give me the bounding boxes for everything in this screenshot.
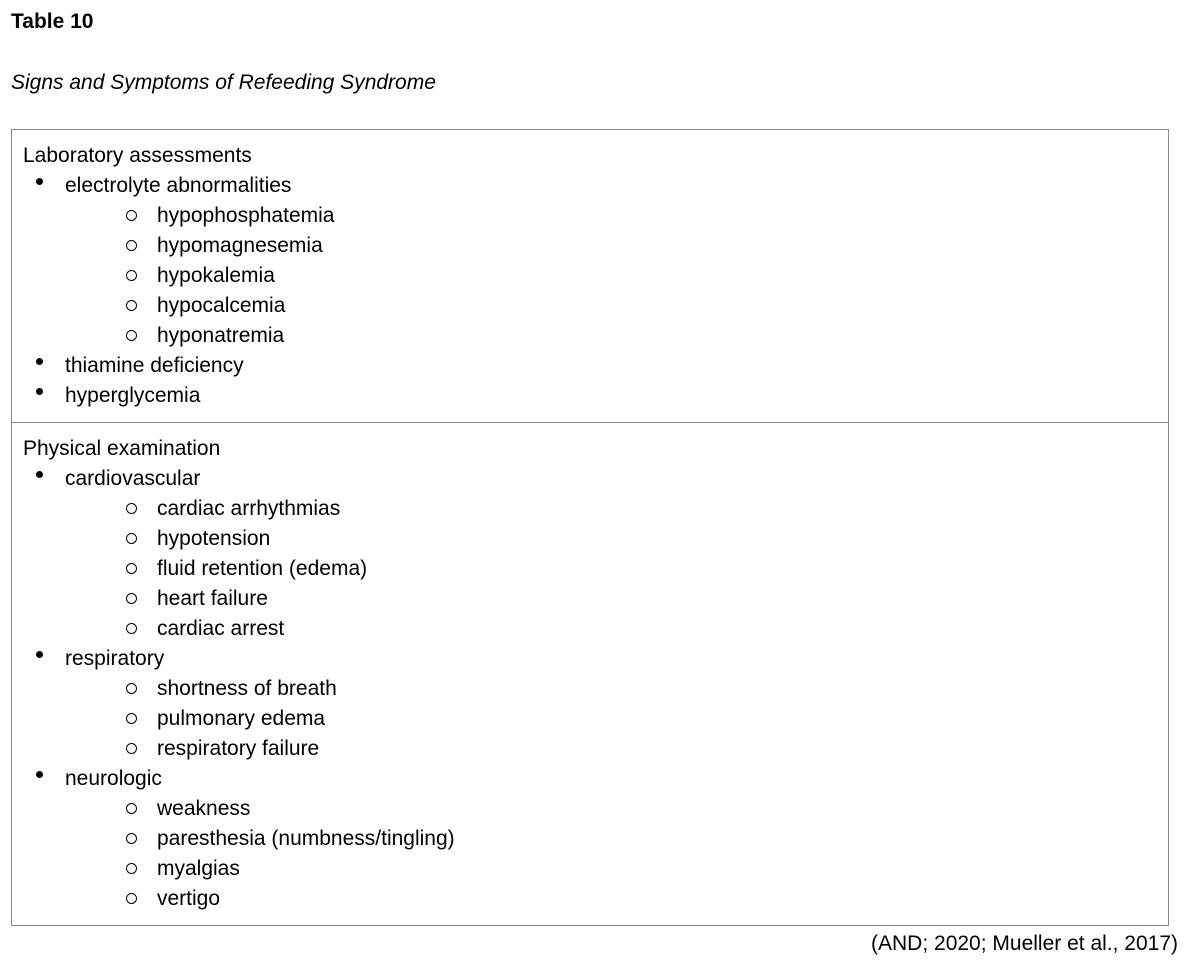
list-item: myalgias xyxy=(12,854,1168,884)
section-header: Laboratory assessments xyxy=(23,144,252,167)
list-item-text: electrolyte abnormalities xyxy=(65,174,292,197)
list-item-text: respiratory failure xyxy=(157,737,320,760)
list-item: hyperglycemia xyxy=(12,381,1168,411)
list-item: thiamine deficiency xyxy=(12,351,1168,381)
table-title: Signs and Symptoms of Refeeding Syndrome xyxy=(11,71,436,94)
list-item-text: vertigo xyxy=(157,887,221,910)
list-item: hypophosphatemia xyxy=(12,201,1168,231)
open-circle-icon xyxy=(126,713,137,724)
list-item-text: hyponatremia xyxy=(157,324,285,347)
open-circle-icon xyxy=(126,533,137,544)
filled-bullet-icon xyxy=(36,771,43,778)
open-circle-icon xyxy=(126,300,137,311)
filled-bullet-icon xyxy=(36,471,43,478)
list-item: heart failure xyxy=(12,584,1168,614)
section-header: Physical examination xyxy=(23,437,221,460)
open-circle-icon xyxy=(126,863,137,874)
open-circle-icon xyxy=(126,563,137,574)
list-item: fluid retention (edema) xyxy=(12,554,1168,584)
open-circle-icon xyxy=(126,683,137,694)
open-circle-icon xyxy=(126,210,137,221)
list-item: hypocalcemia xyxy=(12,291,1168,321)
list-item-text: pulmonary edema xyxy=(157,707,326,730)
list-item-text: cardiac arrhythmias xyxy=(157,497,341,520)
table-section: Laboratory assessments electrolyte abnorm… xyxy=(12,130,1168,422)
open-circle-icon xyxy=(126,330,137,341)
list-item-text: heart failure xyxy=(157,587,268,610)
list-item: pulmonary edema xyxy=(12,704,1168,734)
table-label: Table 10 xyxy=(11,10,94,33)
open-circle-icon xyxy=(126,270,137,281)
open-circle-icon xyxy=(126,833,137,844)
list-item-text: weakness xyxy=(157,797,251,820)
citation-text: (AND; 2020; Mueller et al., 2017) xyxy=(871,932,1178,955)
list-item: cardiovascular xyxy=(12,464,1168,494)
filled-bullet-icon xyxy=(36,388,43,395)
list-item-text: respiratory xyxy=(65,647,165,670)
filled-bullet-icon xyxy=(36,651,43,658)
list-item: vertigo xyxy=(12,884,1168,914)
list-item: paresthesia (numbness/tingling) xyxy=(12,824,1168,854)
list-item: neurologic xyxy=(12,764,1168,794)
filled-bullet-icon xyxy=(36,358,43,365)
list-item: hypomagnesemia xyxy=(12,231,1168,261)
list-item: weakness xyxy=(12,794,1168,824)
open-circle-icon xyxy=(126,623,137,634)
list-item: hypokalemia xyxy=(12,261,1168,291)
list-item: cardiac arrest xyxy=(12,614,1168,644)
list-item: electrolyte abnormalities xyxy=(12,171,1168,201)
open-circle-icon xyxy=(126,803,137,814)
list-item-text: hypokalemia xyxy=(157,264,275,287)
list-item-text: thiamine deficiency xyxy=(65,354,244,377)
list-item-text: shortness of breath xyxy=(157,677,337,700)
table-box: Laboratory assessments electrolyte abnorm… xyxy=(11,129,1169,926)
open-circle-icon xyxy=(126,893,137,904)
list-item-text: paresthesia (numbness/tingling) xyxy=(157,827,455,850)
list-item-text: hypocalcemia xyxy=(157,294,286,317)
list-item: respiratory xyxy=(12,644,1168,674)
list-item-text: fluid retention (edema) xyxy=(157,557,368,580)
list-item-text: hypotension xyxy=(157,527,271,550)
list-item: respiratory failure xyxy=(12,734,1168,764)
table-section: Physical examination cardiovascular cardia… xyxy=(12,422,1168,925)
open-circle-icon xyxy=(126,593,137,604)
list-item-text: cardiovascular xyxy=(65,467,201,490)
list-item-text: hyperglycemia xyxy=(65,384,201,407)
list-item-text: hypophosphatemia xyxy=(157,204,335,227)
list-item: hypotension xyxy=(12,524,1168,554)
list-item-text: myalgias xyxy=(157,857,240,880)
list-item-text: hypomagnesemia xyxy=(157,234,323,257)
filled-bullet-icon xyxy=(36,178,43,185)
list-item: hyponatremia xyxy=(12,321,1168,351)
open-circle-icon xyxy=(126,503,137,514)
list-item: shortness of breath xyxy=(12,674,1168,704)
list-item-text: neurologic xyxy=(65,767,162,790)
list-item-text: cardiac arrest xyxy=(157,617,285,640)
list-item: cardiac arrhythmias xyxy=(12,494,1168,524)
open-circle-icon xyxy=(126,240,137,251)
open-circle-icon xyxy=(126,743,137,754)
